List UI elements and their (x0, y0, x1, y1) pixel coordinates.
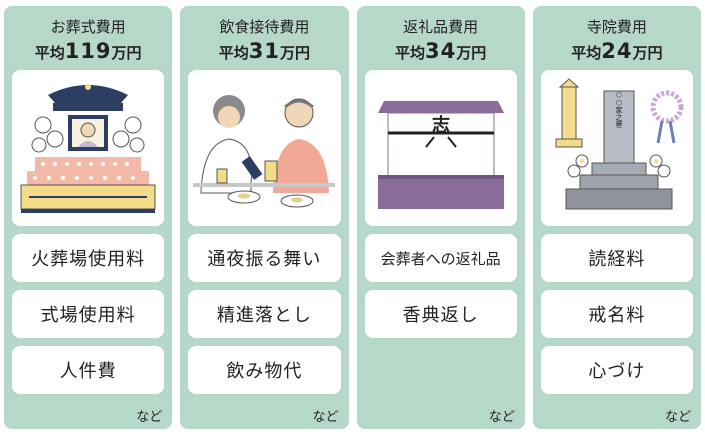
average-cost: 平均34万円 (395, 40, 486, 64)
avg-unit: 万円 (456, 44, 487, 62)
list-item: 式場使用料 (12, 290, 165, 338)
funeral-cost-column: お葬式費用 平均119万円 (4, 6, 173, 429)
etc-label: など (488, 410, 515, 425)
etc-label: など (664, 410, 691, 425)
return-gift-cost-column: 返礼品費用 平均34万円 志 会葬者への返礼品 香典返し など (356, 6, 525, 429)
list-item: 火葬場使用料 (12, 234, 165, 282)
avg-unit: 万円 (632, 44, 663, 62)
list-item: 飲み物代 (188, 346, 341, 394)
noshi-mark: 志 (432, 114, 450, 136)
dining-illustration (188, 70, 341, 226)
list-item: 人件費 (12, 346, 165, 394)
item-list: 通夜振る舞い 精進落とし 飲み物代 (188, 234, 341, 394)
average-cost: 平均24万円 (571, 40, 662, 64)
avg-value: 31 (248, 39, 280, 63)
catering-cost-column: 飲食接待費用 平均31万円 (180, 6, 349, 429)
etc-label: など (136, 410, 163, 425)
list-item: 戒名料 (540, 290, 693, 338)
list-item: 心づけ (540, 346, 693, 394)
column-title: お葬式費用 (50, 18, 126, 36)
average-cost: 平均31万円 (219, 40, 310, 64)
avg-unit: 万円 (111, 44, 142, 62)
gift-box-illustration: 志 (364, 70, 517, 226)
list-item: 読経料 (540, 234, 693, 282)
avg-value: 119 (64, 39, 112, 63)
avg-prefix: 平均 (34, 44, 65, 62)
grave-illustration: ○○家之墓 (540, 70, 693, 226)
column-title: 飲食接待費用 (219, 18, 310, 36)
avg-prefix: 平均 (218, 44, 249, 62)
list-item: 香典返し (364, 290, 517, 338)
gift-box-icon: 志 (377, 101, 504, 209)
list-item: 会葬者への返礼品 (364, 234, 517, 282)
average-cost: 平均119万円 (35, 40, 142, 64)
avg-value: 34 (425, 39, 457, 63)
gravestone-icon: ○○家之墓 (555, 78, 684, 210)
list-item: 通夜振る舞い (188, 234, 341, 282)
avg-prefix: 平均 (394, 44, 425, 62)
grave-inscription: ○○家之墓 (615, 91, 623, 128)
avg-unit: 万円 (279, 44, 310, 62)
item-list: 火葬場使用料 式場使用料 人件費 (12, 234, 165, 394)
item-list: 読経料 戒名料 心づけ (540, 234, 693, 394)
list-item: 精進落とし (188, 290, 341, 338)
temple-cost-column: 寺院費用 平均24万円 ○○家之墓 (532, 6, 701, 429)
etc-label: など (312, 410, 339, 425)
item-list: 会葬者への返礼品 香典返し (364, 234, 517, 338)
column-title: 寺院費用 (586, 18, 647, 36)
funeral-altar-illustration (12, 70, 165, 226)
avg-value: 24 (601, 39, 633, 63)
avg-prefix: 平均 (571, 44, 602, 62)
column-title: 返礼品費用 (403, 18, 479, 36)
people-dining-icon (193, 95, 336, 208)
funeral-altar-icon (20, 84, 156, 213)
